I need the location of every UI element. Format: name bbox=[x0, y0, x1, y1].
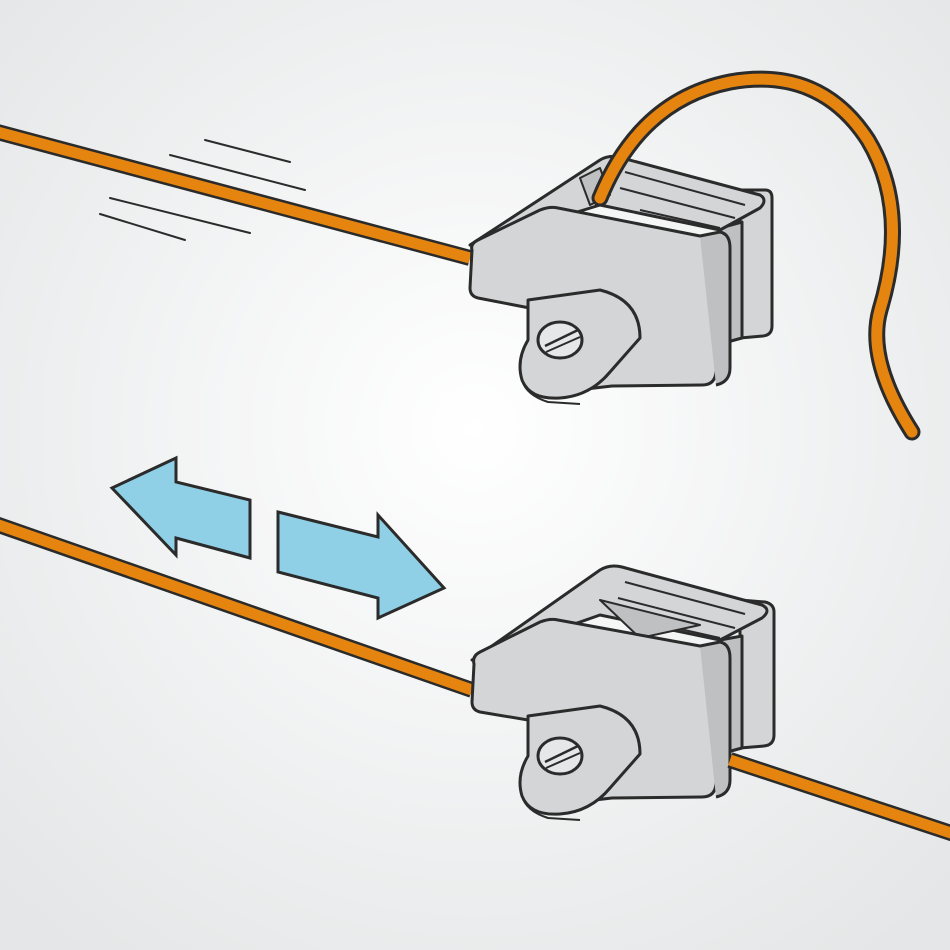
screw-icon bbox=[536, 320, 584, 360]
arrow-right bbox=[276, 510, 447, 621]
wire-bottom-left bbox=[0, 517, 475, 698]
wire-top-left bbox=[0, 124, 473, 266]
motion-lines-icon bbox=[99, 139, 306, 241]
arrow-left bbox=[109, 455, 252, 560]
screw-icon bbox=[536, 736, 584, 776]
top-scene bbox=[0, 70, 921, 441]
double-direction-arrow-icon bbox=[109, 455, 447, 621]
wire-top-loop bbox=[591, 70, 921, 441]
wire-bottom-right bbox=[727, 752, 950, 842]
bottom-scene bbox=[0, 517, 950, 842]
